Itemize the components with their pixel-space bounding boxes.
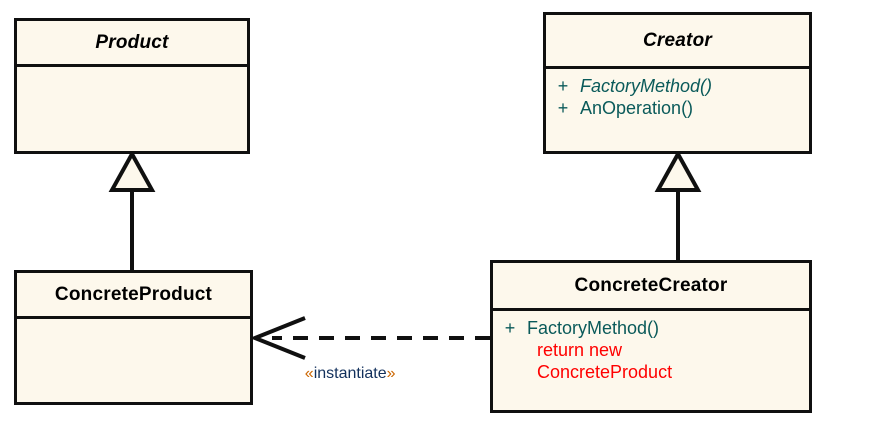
generalization-arrowhead-right: [654, 149, 702, 192]
member-visibility: +: [557, 98, 569, 118]
dependency-stereotype-label: «instantiate»: [287, 347, 396, 401]
class-name-concreteproduct: ConcreteProduct: [17, 273, 250, 319]
member-signature: FactoryMethod(): [580, 76, 713, 96]
member-note-line: return new: [537, 340, 623, 360]
class-members-creator: + FactoryMethod() + AnOperation(): [546, 69, 809, 151]
class-box-product[interactable]: Product: [14, 18, 250, 154]
class-members-concretecreator: + FactoryMethod() return new ConcretePro…: [493, 311, 809, 410]
stereotype-text: instantiate: [313, 365, 387, 382]
class-name-creator: Creator: [546, 15, 809, 69]
member-row: + FactoryMethod(): [493, 317, 809, 339]
class-box-creator[interactable]: Creator + FactoryMethod() + AnOperation(…: [543, 12, 812, 154]
guillemet-close-icon: »: [386, 365, 396, 382]
member-signature: AnOperation(): [580, 98, 694, 118]
generalization-arrowhead-left: [108, 149, 156, 192]
member-visibility: +: [557, 76, 569, 96]
member-note-line: ConcreteProduct: [537, 362, 673, 382]
member-visibility: +: [504, 318, 516, 338]
class-name-concretecreator: ConcreteCreator: [493, 263, 809, 311]
class-box-concreteproduct[interactable]: ConcreteProduct: [14, 270, 253, 405]
member-row: + FactoryMethod(): [546, 75, 809, 97]
class-box-concretecreator[interactable]: ConcreteCreator + FactoryMethod() return…: [490, 260, 812, 413]
class-name-product: Product: [17, 21, 247, 67]
class-members-product: [17, 67, 247, 151]
member-note-block: return new ConcreteProduct: [493, 339, 809, 383]
class-members-concreteproduct: [17, 319, 250, 402]
generalization-concreteproduct-to-product: [108, 149, 156, 270]
member-row: + AnOperation(): [546, 97, 809, 119]
guillemet-open-icon: «: [304, 365, 314, 382]
member-signature: FactoryMethod(): [527, 318, 660, 338]
generalization-concretecreator-to-creator: [654, 149, 702, 260]
